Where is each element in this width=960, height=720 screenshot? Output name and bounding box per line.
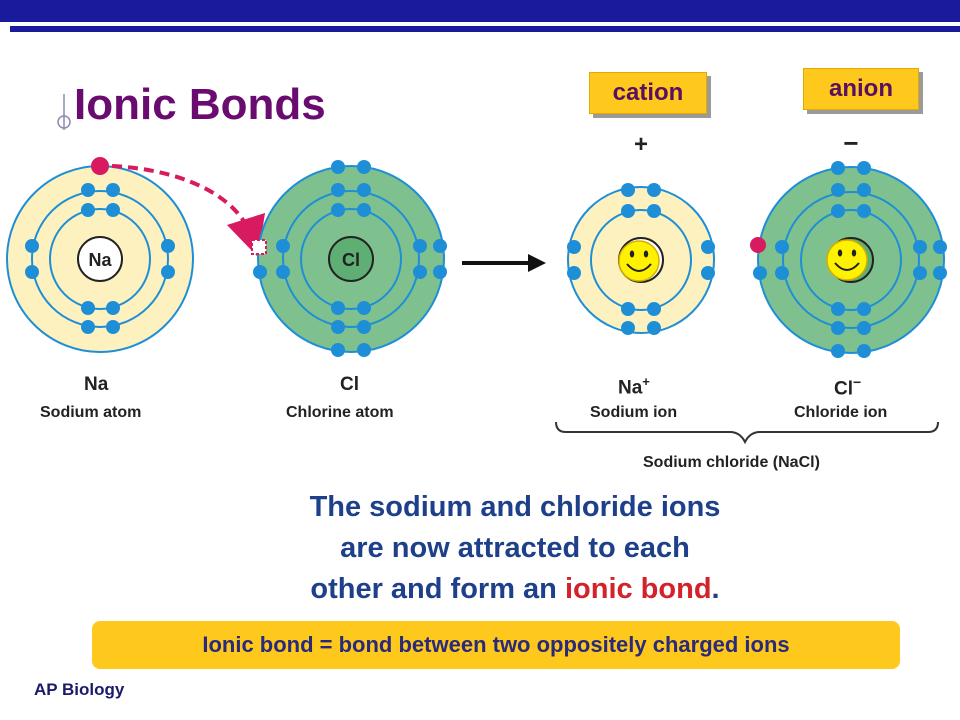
body-line-2: are now attracted to each [340, 532, 690, 564]
electron-vacancy [251, 239, 267, 255]
sodium-ion [567, 183, 715, 335]
chloride-ion [750, 161, 947, 358]
transfer-electron [91, 157, 109, 175]
top-bar [0, 0, 960, 22]
chlorine-atom: Cl [251, 160, 447, 357]
na-core-label: Na [88, 250, 112, 270]
footer-label: AP Biology [34, 680, 125, 699]
cl-ion-name: Chloride ion [794, 404, 888, 421]
plus-sign: + [634, 131, 648, 158]
top-rule [10, 26, 960, 32]
sodium-atom: Na [6, 157, 194, 353]
compound-label: Sodium chloride (NaCl) [643, 454, 820, 471]
title-bullet-icon [57, 94, 71, 130]
cl-name: Chlorine atom [286, 404, 394, 421]
anion-tag: anion [803, 68, 919, 110]
compound-bracket [555, 421, 939, 445]
gained-electron [750, 237, 766, 253]
cl-symbol: Cl [340, 374, 359, 395]
body-text: The sodium and chloride ions are now att… [200, 487, 830, 610]
transfer-arrow [111, 164, 266, 258]
body-line-3: other and form an ionic bond. [310, 573, 720, 605]
reaction-arrow [462, 254, 546, 272]
cation-tag: cation [589, 72, 707, 114]
smiley-face-icon [826, 239, 868, 281]
body-line-1: The sodium and chloride ions [309, 491, 721, 523]
ionic-bond-diagram: Na Cl [6, 130, 947, 445]
na-name: Sodium atom [40, 404, 142, 421]
slide-title: Ionic Bonds [74, 80, 326, 129]
minus-sign: − [843, 130, 858, 158]
definition-box: Ionic bond = bond between two oppositely… [92, 621, 900, 669]
smiley-face-icon [618, 240, 660, 282]
ionic-bond-highlight: ionic bond [564, 573, 712, 605]
cl-ion-symbol: Cl− [834, 374, 862, 400]
na-ion-name: Sodium ion [590, 404, 678, 421]
na-ion-symbol: Na+ [618, 374, 650, 399]
cl-core-label: Cl [342, 250, 360, 270]
na-symbol: Na [84, 374, 109, 395]
